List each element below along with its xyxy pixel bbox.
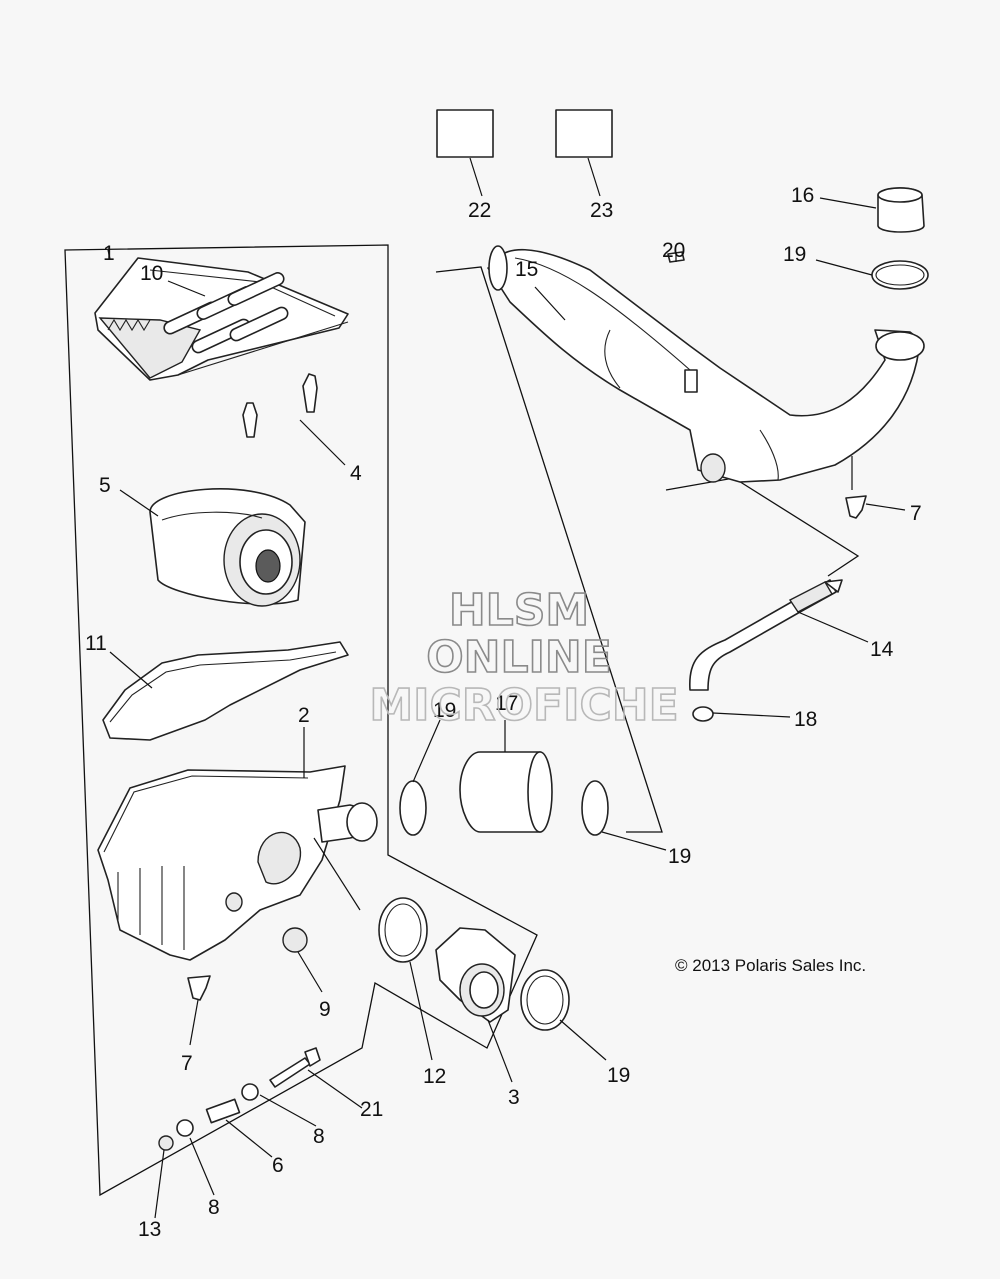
watermark-line-2: ONLINE (426, 632, 612, 683)
callout-19-right: 19 (668, 845, 691, 868)
intake-boot (435, 927, 516, 1023)
copyright-notice: © 2013 Polaris Sales Inc. (675, 956, 866, 975)
watermark-line-3: MICROFICHE (369, 680, 678, 731)
watermark-line-1: HLSM (449, 585, 589, 636)
watermark: HLSM ONLINE MICROFICHE (369, 584, 680, 732)
callout-22: 22 (468, 199, 491, 222)
callout-9: 9 (319, 998, 331, 1021)
clamp-19-lower (520, 969, 570, 1031)
intake-duct (487, 245, 925, 483)
decal-22 (436, 109, 494, 158)
decal-23 (555, 109, 613, 158)
airbox-base (97, 765, 378, 961)
seal (102, 641, 349, 741)
callout-20: 20 (662, 239, 685, 262)
callout-7-upper: 7 (910, 502, 922, 525)
drain-hose (689, 579, 843, 691)
washer-8-lower (176, 1119, 194, 1137)
nut (158, 1135, 174, 1151)
grommet-lower (187, 975, 211, 1001)
hose-clamp (692, 706, 714, 722)
callout-12: 12 (423, 1065, 446, 1088)
callout-2: 2 (298, 704, 310, 727)
callout-23: 23 (590, 199, 613, 222)
callout-18: 18 (794, 708, 817, 731)
callout-15: 15 (515, 258, 538, 281)
clamp-19-left (399, 780, 427, 836)
callout-14: 14 (870, 638, 894, 661)
bolt (269, 1057, 311, 1088)
coupler-tube (459, 751, 553, 833)
callout-13: 13 (138, 1218, 161, 1241)
callouts: 1 10 4 5 11 2 9 7 12 3 19 21 8 6 8 13 22… (85, 184, 922, 1241)
leader-lines (107, 157, 906, 1219)
airbox-cover (94, 257, 349, 381)
grommet-upper (845, 495, 867, 519)
callout-6: 6 (272, 1154, 284, 1177)
callout-8-lower: 8 (208, 1196, 220, 1219)
callout-5: 5 (99, 474, 111, 497)
callout-19-left: 19 (433, 699, 456, 722)
callout-10: 10 (140, 262, 163, 285)
clamp-12 (378, 897, 428, 963)
plug (282, 927, 308, 953)
callout-4: 4 (350, 462, 362, 485)
callout-17: 17 (495, 692, 518, 715)
clamp-19-right (581, 780, 609, 836)
duct-group-boundary (435, 266, 663, 833)
callout-21: 21 (360, 1098, 383, 1121)
spacer (205, 1098, 241, 1124)
callout-7-lower: 7 (181, 1052, 193, 1075)
callout-19-lower: 19 (607, 1064, 630, 1087)
clip-4 (242, 373, 318, 438)
callout-16: 16 (791, 184, 814, 207)
drain-group-boundary (665, 477, 860, 577)
callout-1: 1 (103, 242, 115, 265)
air-filter (149, 488, 306, 607)
callout-19-top: 19 (783, 243, 806, 266)
washer-8-upper (241, 1083, 259, 1101)
callout-3: 3 (508, 1086, 520, 1109)
assembly-boundary (64, 244, 538, 1197)
callout-8-upper: 8 (313, 1125, 325, 1148)
callout-11: 11 (85, 632, 107, 655)
